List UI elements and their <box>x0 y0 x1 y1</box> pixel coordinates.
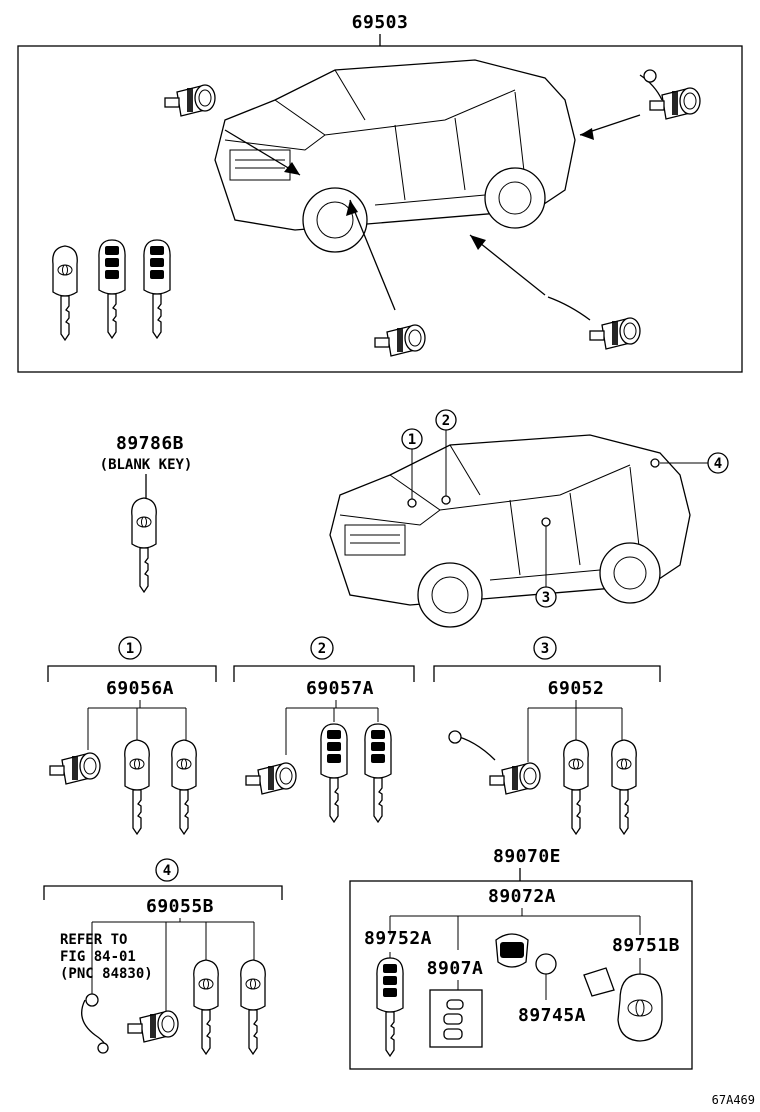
diagram-id: 67A469 <box>712 1093 755 1107</box>
group-2-part-no: 69057A <box>306 678 374 699</box>
location-callouts: 1 2 3 4 <box>401 409 729 608</box>
button-pad-box <box>429 989 483 1048</box>
group-4: 4 69055B REFER TO FIG 84-01 (PNC 84830) <box>43 858 283 1055</box>
transmitter-sub-part-no: 89072A <box>488 886 556 907</box>
blank-key-note: (BLANK KEY) <box>100 457 193 473</box>
top-arrows <box>224 114 641 311</box>
top-cylinders <box>164 69 701 357</box>
refer-note-line-2: FIG 84-01 <box>60 949 136 965</box>
transmitter-frame <box>349 880 693 1070</box>
top-assembly-frame <box>17 45 743 373</box>
group-1-number: 1 <box>126 641 134 657</box>
transmitter-part-1: 89752A <box>364 928 432 949</box>
callout-3: 3 <box>542 590 550 606</box>
blank-key-illustration <box>131 497 157 593</box>
refer-note-line-1: REFER TO <box>60 932 127 948</box>
blank-key-part-no: 89786B <box>116 433 184 454</box>
top-keys <box>52 239 171 341</box>
group-2: 2 69057A <box>233 636 415 823</box>
transmitter-part-3: 89745A <box>518 1005 586 1026</box>
group-4-part-no: 69055B <box>146 896 214 917</box>
top-assembly-part-no: 69503 <box>352 12 409 33</box>
group-3: 3 69052 <box>433 636 661 835</box>
group-1: 1 69056A <box>47 636 217 835</box>
transmitter-assembly: 89070E 89072A 89752A 8907A 89745A 89751B <box>349 846 693 1070</box>
transmitter-part-2: 8907A <box>427 958 484 979</box>
callout-1: 1 <box>408 432 416 448</box>
refer-note-line-3: (PNC 84830) <box>60 966 153 982</box>
transmitter-part-4: 89751B <box>612 935 680 956</box>
group-1-part-no: 69056A <box>106 678 174 699</box>
callout-2: 2 <box>442 413 450 429</box>
transmitter-part-no: 89070E <box>493 846 561 867</box>
group-2-number: 2 <box>318 641 326 657</box>
callout-4: 4 <box>714 456 722 472</box>
group-3-part-no: 69052 <box>548 678 605 699</box>
group-3-number: 3 <box>541 641 549 657</box>
group-4-number: 4 <box>163 863 171 879</box>
suv-illustration-middle <box>329 434 691 628</box>
